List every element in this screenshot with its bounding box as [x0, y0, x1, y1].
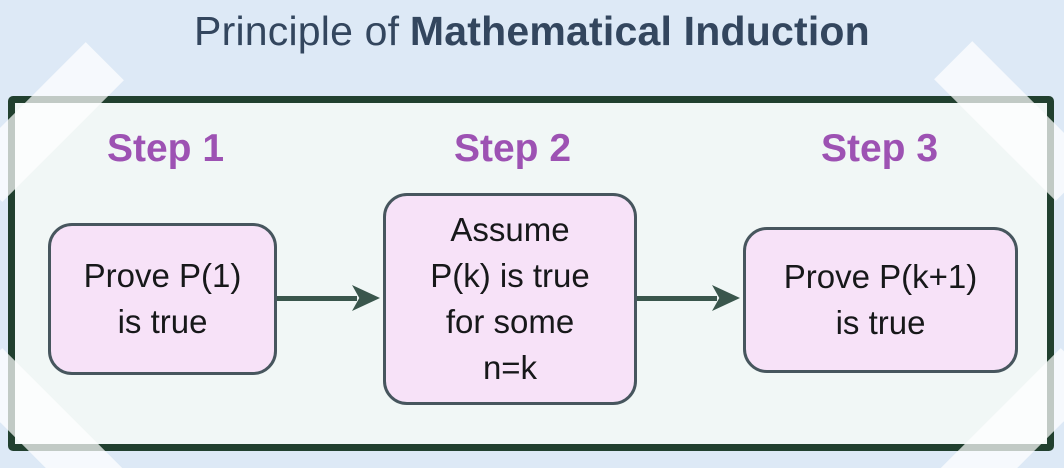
step-3-box-line: Prove P(k+1): [783, 257, 978, 295]
step-2-box-line: for some: [445, 303, 575, 340]
step-2-box-line: P(k) is true: [430, 256, 590, 294]
step-1-label: Step 1: [106, 127, 225, 170]
step-3-label: Step 3: [820, 127, 939, 170]
step-1-box-line: Prove P(1): [83, 256, 242, 294]
step-3-box: Prove P(k+1) is true: [743, 227, 1018, 373]
flow-arrow-1-shaft: [277, 296, 357, 301]
step-2-box: Assume P(k) is true for some n=k: [383, 193, 637, 405]
title-prefix: Principle of: [194, 8, 400, 54]
step-2-box-line: Assume: [450, 210, 570, 248]
step-2-label: Step 2: [453, 127, 572, 170]
step-3-box-line: is true: [835, 304, 926, 341]
step-1-box-line: is true: [117, 303, 208, 340]
flow-arrow-2-shaft: [637, 296, 717, 301]
title-emphasis: Mathematical Induction: [409, 8, 870, 54]
step-1-box: Prove P(1) is true: [48, 223, 277, 375]
step-2-box-line: n=k: [482, 349, 538, 387]
